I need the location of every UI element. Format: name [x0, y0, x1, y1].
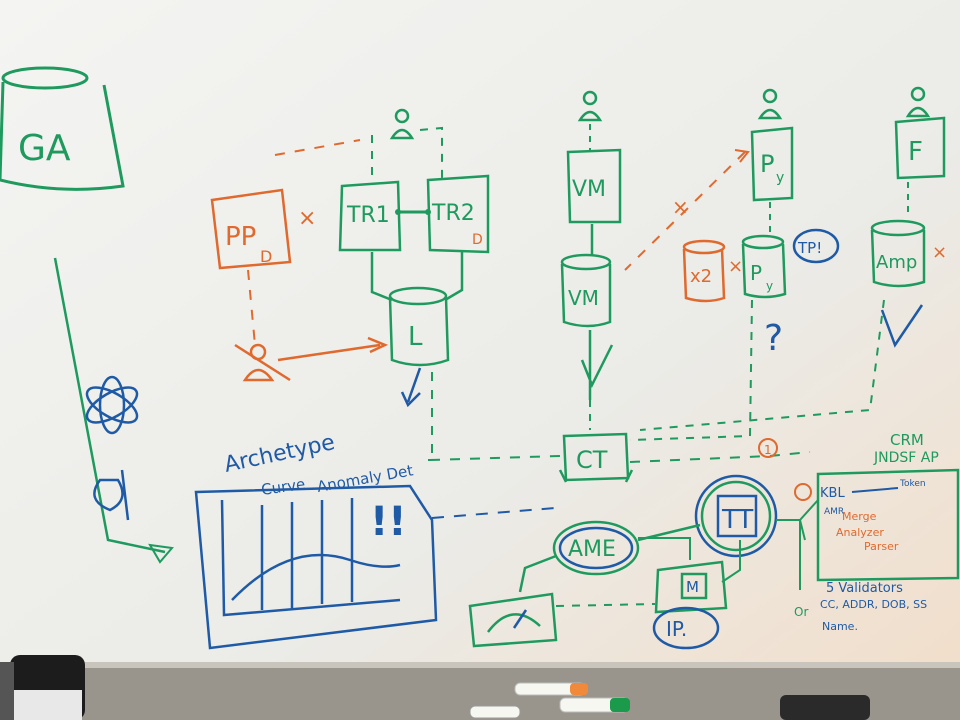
panel-check-icon — [794, 483, 812, 501]
ga-label: GA — [18, 128, 71, 169]
archetype-chart-frame — [194, 484, 438, 650]
py-box — [750, 126, 794, 202]
user-icon-tr — [389, 108, 415, 140]
crm-label: CRM — [890, 431, 924, 449]
ga-arrow-head — [148, 543, 174, 564]
tr1-box — [338, 180, 402, 252]
x2-database — [682, 239, 726, 303]
gauge-icon — [468, 592, 558, 648]
name-label: Name. — [822, 620, 858, 633]
kbl-label: KBL — [820, 486, 845, 501]
amp-cross: × — [932, 242, 947, 263]
vm-db-label: VM — [568, 286, 599, 310]
marker-white — [469, 705, 521, 719]
m-label: M — [686, 578, 699, 596]
tr2-label: TR2 — [431, 201, 475, 226]
ip-badge — [652, 606, 720, 650]
l-label: L — [408, 322, 423, 352]
tr1-label: TR1 — [346, 203, 390, 228]
py-db-sub: y — [766, 279, 773, 293]
tp-label: TP! — [797, 239, 822, 257]
ga-node — [0, 66, 125, 191]
ppd-cross: × — [298, 206, 316, 231]
py-link-cross: × — [672, 195, 689, 219]
tp-badge — [792, 228, 840, 264]
or-label: Or — [794, 605, 808, 619]
py-sub: y — [776, 170, 784, 186]
amp-check — [880, 304, 924, 348]
ppd-box — [210, 188, 292, 270]
l-arrow — [400, 367, 422, 408]
marker-green — [559, 697, 630, 713]
tt-label: TT — [721, 505, 753, 535]
ct-box — [558, 432, 634, 483]
circled-one — [758, 438, 778, 458]
user-to-l-arrow — [277, 343, 381, 362]
archetype-curve: Curve — [260, 475, 306, 499]
tr2-box — [426, 174, 490, 254]
validators-list: CC, ADDR, DOB, SS — [820, 598, 927, 611]
ppd-dash-link — [274, 139, 361, 156]
py-question: ? — [764, 318, 783, 359]
f-box — [894, 116, 946, 180]
analyzer-label: Analyzer — [836, 526, 884, 539]
amr-label: AMR — [824, 507, 844, 517]
user-icon-f — [905, 86, 931, 118]
eraser — [780, 695, 870, 720]
parser-label: Parser — [864, 540, 899, 553]
ga-connector — [53, 257, 166, 554]
x2-label: x2 — [690, 266, 712, 287]
py-label: P — [760, 150, 774, 178]
results-panel — [816, 468, 960, 582]
token-label: Token — [899, 479, 926, 489]
l-database — [388, 286, 450, 367]
vm-label: VM — [572, 177, 606, 202]
tr2-sub: D — [472, 232, 483, 248]
py-to-vm-link — [624, 151, 746, 271]
crm-line2: JNDSF AP — [873, 450, 939, 466]
ct-label: CT — [576, 446, 608, 474]
vm-database — [560, 253, 612, 328]
tt-node — [694, 474, 778, 558]
amp-label: Amp — [876, 252, 917, 273]
x2-cross: × — [728, 256, 743, 277]
m-box — [654, 560, 728, 614]
marker-jar — [0, 655, 85, 720]
f-label: F — [908, 137, 923, 167]
user-icon-vm — [577, 90, 603, 122]
atom-icon — [85, 375, 139, 521]
ip-label: IP. — [666, 617, 687, 641]
vm-check — [580, 330, 614, 400]
validators-label: 5 Validators — [826, 581, 903, 596]
py-db-label: P — [750, 261, 762, 285]
archetype-exclaim: !! — [370, 499, 406, 545]
user-icon-py — [757, 88, 783, 120]
py-database — [741, 234, 787, 299]
ame-node — [552, 520, 640, 576]
ppd-sub: D — [260, 247, 272, 266]
amp-database — [870, 219, 926, 288]
ppd-label: PP — [225, 222, 256, 252]
marker-orange — [514, 682, 588, 696]
merge-label: Merge — [842, 510, 877, 523]
crossed-user-icon — [234, 343, 291, 382]
circled-one-label: 1 — [764, 443, 772, 457]
vm-box — [566, 148, 622, 224]
ame-label: AME — [568, 537, 616, 562]
